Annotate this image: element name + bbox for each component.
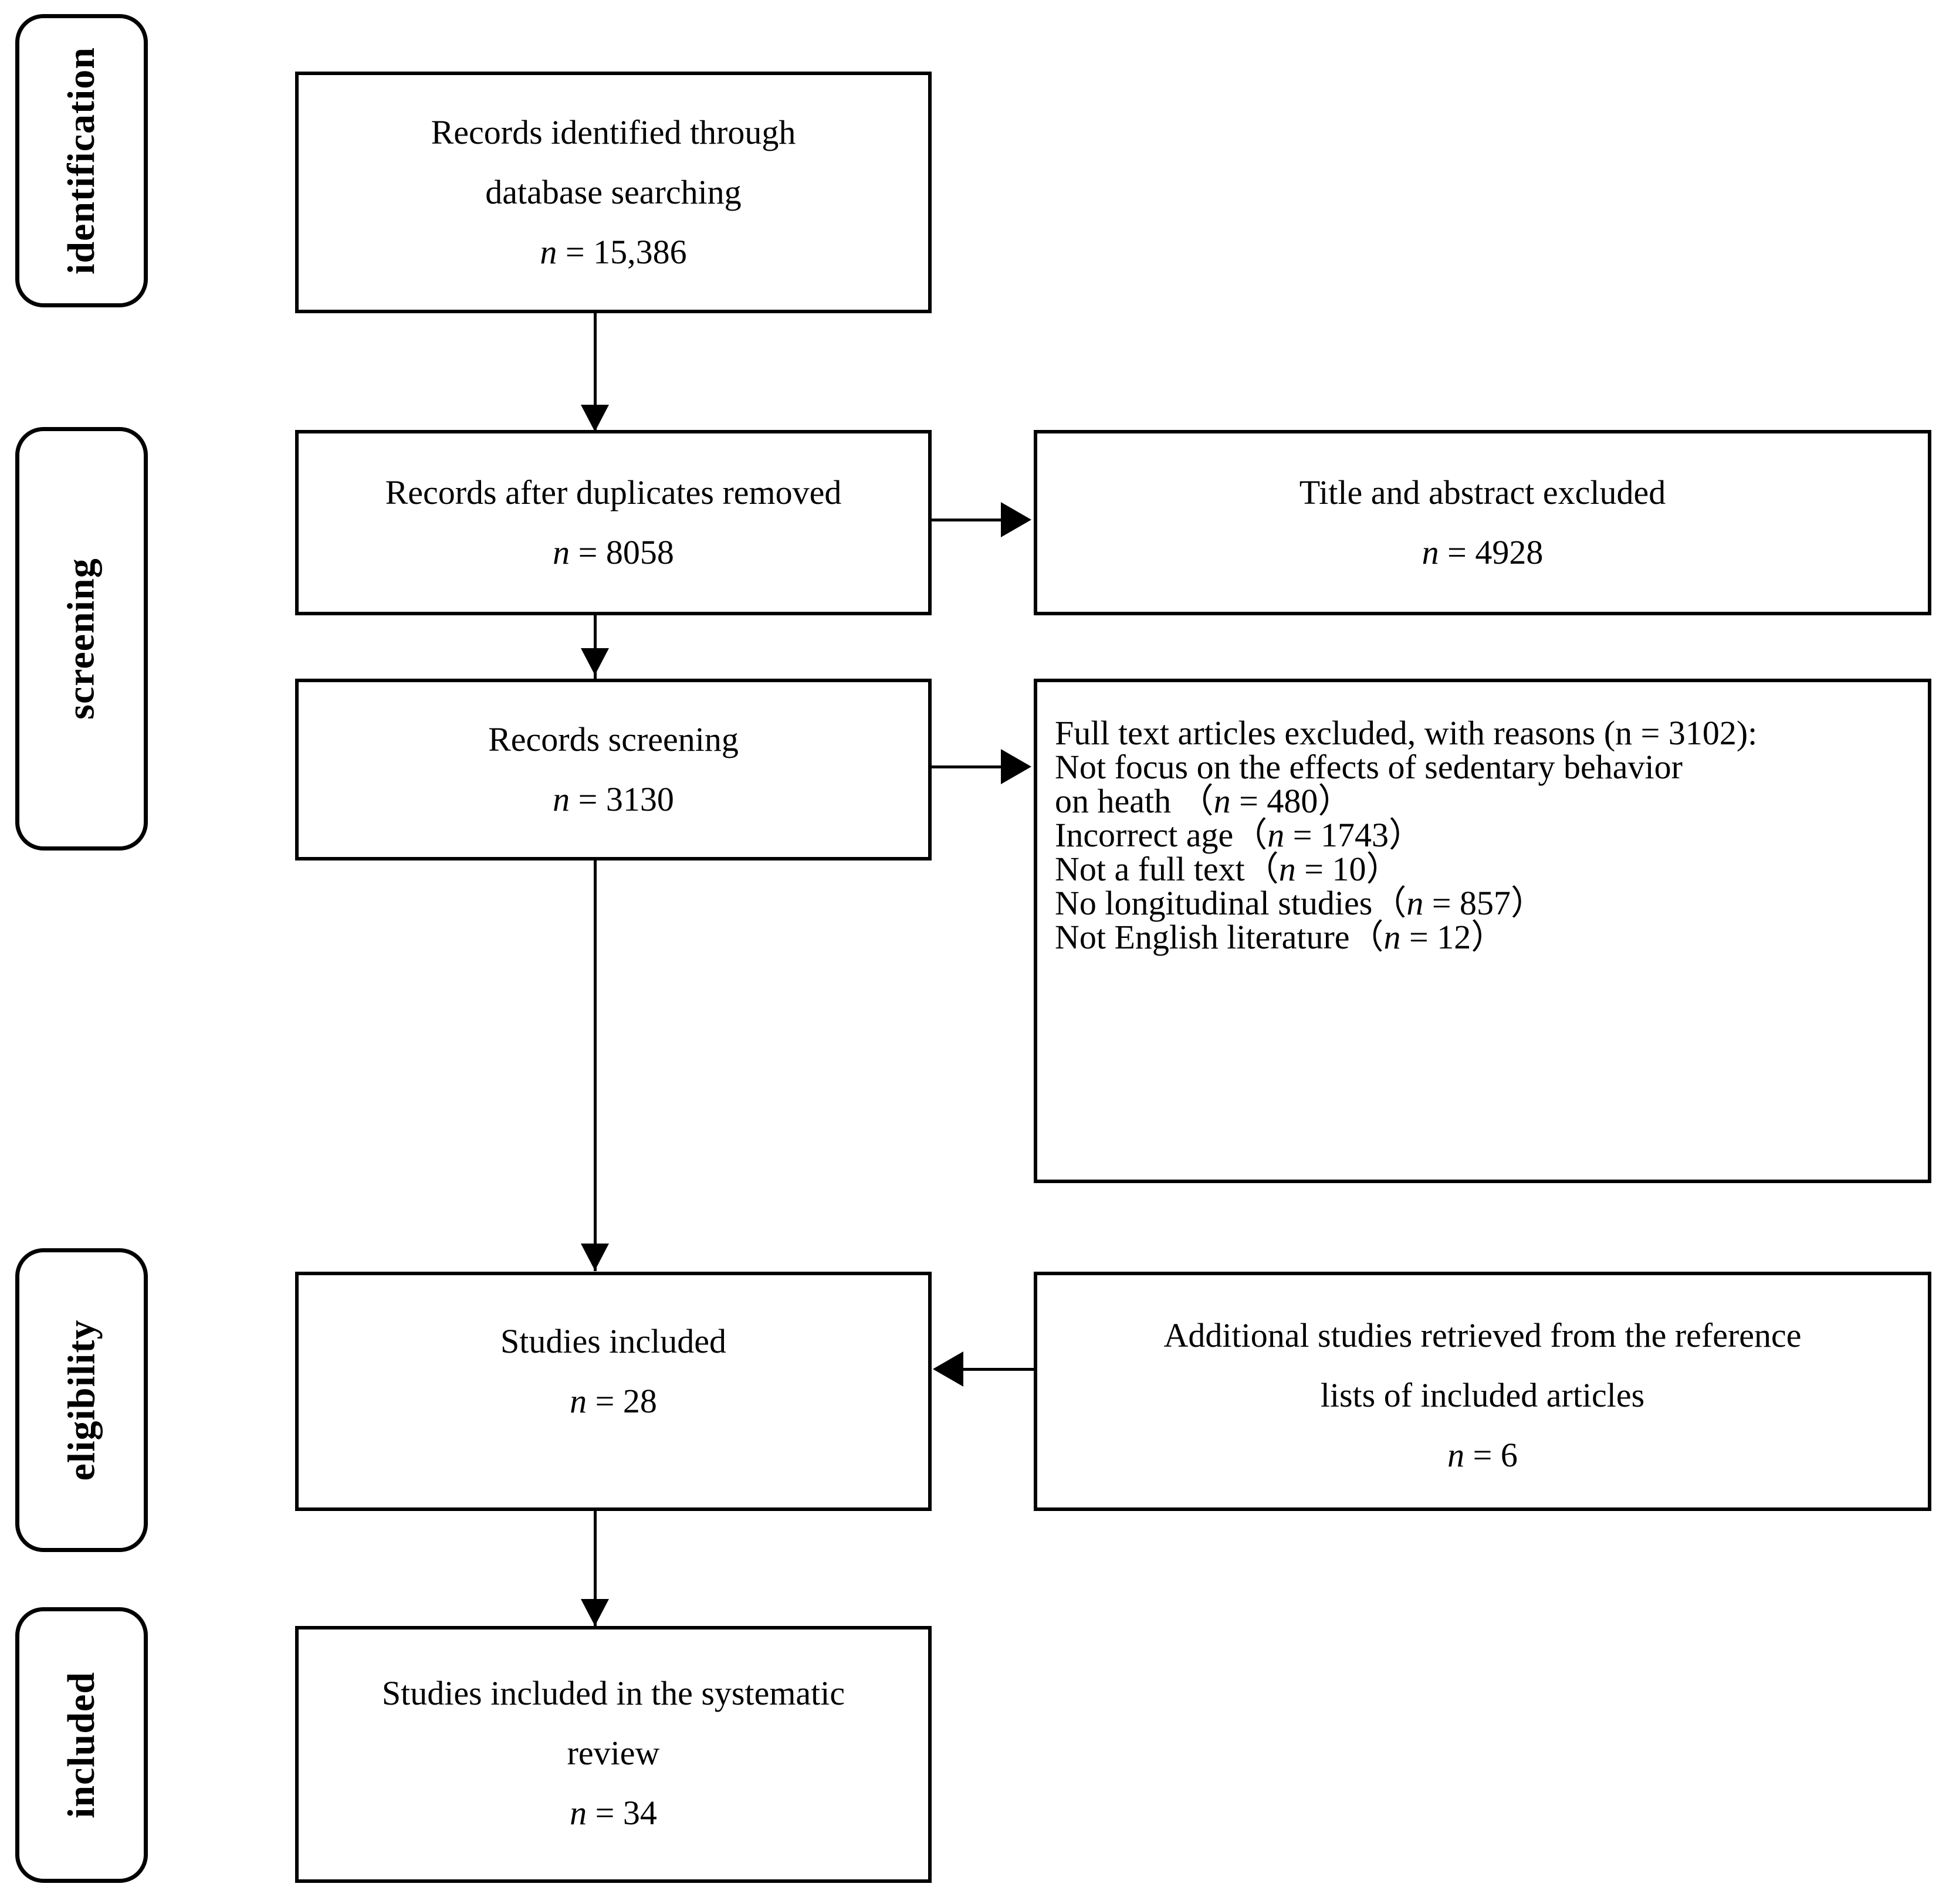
- arrow-left-to-studies-included: [933, 1351, 963, 1387]
- stage-pill-identification: identification: [15, 14, 148, 307]
- exclusion-reason-3-value: = 1743: [1292, 816, 1389, 854]
- stage-label-screening: screening: [60, 558, 103, 720]
- exclusion-reason-2-value: = 480: [1239, 782, 1318, 820]
- connector-duplicates-to-title-excluded: [932, 519, 1003, 521]
- n-symbol: n: [1267, 816, 1285, 854]
- n-symbol: n: [1213, 782, 1231, 820]
- exclusion-reason-2-close: ）: [1318, 782, 1352, 820]
- node-full-text-excluded: Full text articles excluded, with reason…: [1034, 679, 1931, 1183]
- stage-pill-eligibility: eligibility: [15, 1248, 148, 1552]
- exclusion-reason-6-text: Not English literature（: [1055, 918, 1384, 956]
- full-text-excluded-header: Full text articles excluded, with reason…: [1055, 714, 1758, 752]
- title-abstract-excluded-count-value: = 4928: [1447, 533, 1544, 571]
- n-symbol: n: [553, 533, 570, 571]
- arrow-down-to-screening: [581, 648, 609, 675]
- arrow-down-to-studies-included: [581, 1244, 609, 1271]
- n-symbol: n: [570, 1794, 587, 1832]
- n-symbol: n: [1278, 850, 1296, 888]
- additional-studies-line2: lists of included articles: [1320, 1376, 1645, 1414]
- stage-label-identification: identification: [60, 47, 103, 275]
- exclusion-reason-6-close: ）: [1471, 918, 1505, 956]
- records-screening-line1: Records screening: [488, 720, 739, 758]
- exclusion-reason-3: Incorrect age（n = 1743）: [1037, 818, 1423, 852]
- studies-included-count-value: = 28: [595, 1382, 657, 1420]
- exclusion-reason-5-close: ）: [1511, 884, 1545, 922]
- records-after-duplicates-count: n = 8058: [553, 536, 674, 570]
- records-after-duplicates-count-value: = 8058: [578, 533, 674, 571]
- arrow-right-to-fulltext-excluded: [1001, 749, 1031, 784]
- additional-studies-count: n = 6: [1447, 1438, 1518, 1472]
- connector-identified-to-duplicates: [594, 313, 597, 441]
- exclusion-reason-2: on heath （n = 480）: [1037, 784, 1352, 818]
- node-studies-included-systematic: Studies included in the systematic revie…: [295, 1626, 932, 1883]
- exclusion-reason-4-close: ）: [1366, 850, 1400, 888]
- node-studies-included: Studies included n = 28: [295, 1272, 932, 1511]
- exclusion-reason-4: Not a full text（n = 10）: [1037, 852, 1400, 886]
- studies-included-systematic-count-value: = 34: [595, 1794, 657, 1832]
- arrow-right-to-title-excluded: [1001, 502, 1031, 537]
- n-symbol: n: [1422, 533, 1439, 571]
- exclusion-reason-5-value: = 857: [1431, 884, 1511, 922]
- n-symbol: n: [1406, 884, 1424, 922]
- records-after-duplicates-line1: Records after duplicates removed: [385, 473, 842, 511]
- records-screening-count-value: = 3130: [578, 780, 674, 818]
- title-abstract-excluded-count: n = 4928: [1422, 536, 1544, 570]
- connector-screening-to-fulltext-excluded: [932, 765, 1003, 768]
- stage-label-included: included: [60, 1671, 103, 1819]
- records-screening-count: n = 3130: [553, 782, 674, 817]
- studies-included-systematic-line1: Studies included in the systematic: [381, 1674, 845, 1712]
- connector-additional-to-studies-included: [963, 1368, 1035, 1371]
- node-records-identified: Records identified through database sear…: [295, 72, 932, 313]
- studies-included-line1: Studies included: [500, 1322, 726, 1360]
- node-title-abstract-excluded: Title and abstract excluded n = 4928: [1034, 430, 1931, 615]
- exclusion-reason-6: Not English literature（n = 12）: [1037, 920, 1505, 954]
- stage-pill-screening: screening: [15, 427, 148, 851]
- node-additional-studies: Additional studies retrieved from the re…: [1034, 1272, 1931, 1511]
- node-records-after-duplicates: Records after duplicates removed n = 805…: [295, 430, 932, 615]
- additional-studies-count-value: = 6: [1473, 1436, 1518, 1474]
- n-symbol: n: [1447, 1436, 1465, 1474]
- n-symbol: n: [570, 1382, 587, 1420]
- exclusion-reason-5: No longitudinal studies（n = 857）: [1037, 886, 1545, 920]
- studies-included-systematic-count: n = 34: [570, 1796, 657, 1830]
- exclusion-reason-4-value: = 10: [1304, 850, 1366, 888]
- exclusion-reason-1: Not focus on the effects of sedentary be…: [1055, 748, 1683, 786]
- records-identified-count: n = 15,386: [540, 235, 686, 269]
- exclusion-reason-4-text: Not a full text（: [1055, 850, 1279, 888]
- exclusion-reason-2-text: on heath （: [1055, 782, 1214, 820]
- exclusion-reason-3-text: Incorrect age（: [1055, 816, 1268, 854]
- exclusion-reason-5-text: No longitudinal studies（: [1055, 884, 1407, 922]
- records-identified-line2: database searching: [485, 173, 742, 211]
- title-abstract-excluded-line1: Title and abstract excluded: [1299, 473, 1666, 511]
- additional-studies-line1: Additional studies retrieved from the re…: [1163, 1316, 1802, 1354]
- n-symbol: n: [553, 780, 570, 818]
- exclusion-reason-6-value: = 12: [1409, 918, 1471, 956]
- n-symbol: n: [540, 233, 557, 271]
- studies-included-systematic-line2: review: [567, 1734, 660, 1772]
- node-records-screening: Records screening n = 3130: [295, 679, 932, 860]
- records-identified-count-value: = 15,386: [565, 233, 687, 271]
- stage-pill-included: included: [15, 1607, 148, 1883]
- arrow-down-to-systematic-review: [581, 1599, 609, 1626]
- n-symbol: n: [1383, 918, 1401, 956]
- studies-included-count: n = 28: [570, 1384, 657, 1418]
- records-identified-line1: Records identified through: [431, 113, 796, 151]
- arrow-down-to-duplicates: [581, 405, 609, 432]
- connector-studies-included-to-systematic: [594, 1511, 597, 1626]
- exclusion-reason-3-close: ）: [1389, 816, 1423, 854]
- stage-label-eligibility: eligibility: [60, 1319, 103, 1481]
- connector-screening-to-studies-included: [594, 860, 597, 1271]
